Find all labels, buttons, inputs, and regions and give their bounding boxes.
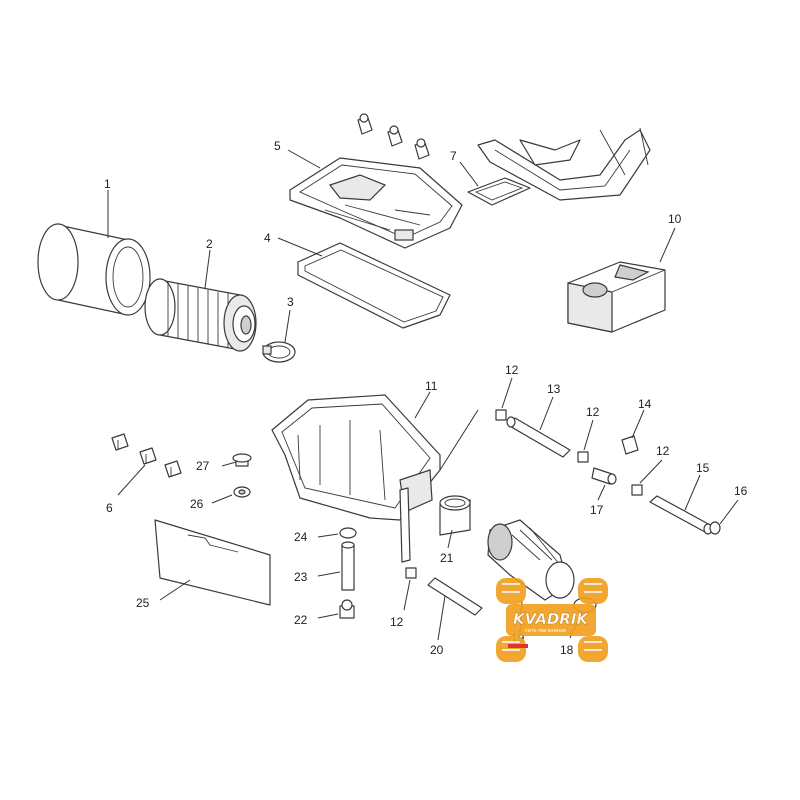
callout-4: 4: [264, 231, 271, 245]
callout-12-c: 12: [656, 444, 670, 458]
callout-15: 15: [696, 461, 710, 475]
part-23-drain-tube: [317, 541, 355, 591]
watermark-logo: KVADRIK сеть магазинов: [496, 578, 608, 662]
part-6-clips: [111, 433, 182, 496]
part-11-airbox-base: [271, 391, 479, 521]
callout-2: 2: [206, 237, 213, 251]
callout-21: 21: [440, 551, 454, 565]
callout-13: 13: [547, 382, 561, 396]
part-20-tube: [427, 577, 483, 641]
callout-18: 18: [560, 643, 574, 657]
tire-tread-icon: [502, 583, 602, 651]
callout-17: 17: [590, 503, 604, 517]
callout-11: 11: [425, 379, 438, 393]
callout-16: 16: [734, 484, 748, 498]
frame-section: [477, 127, 651, 201]
part-1-prefilter-sleeve: [37, 190, 151, 316]
callout-3: 3: [287, 295, 294, 309]
watermark-subtext: сеть магазинов: [525, 628, 566, 634]
callout-12-b: 12: [586, 405, 600, 419]
part-26-washer: [211, 486, 251, 504]
part-22-fitting: [317, 599, 355, 619]
part-7-cover-plate: [459, 161, 531, 206]
part-10-foam-block: [567, 227, 676, 333]
callout-27: 27: [196, 459, 210, 473]
part-17-valve: [591, 467, 617, 501]
callout-22: 22: [294, 613, 308, 627]
callout-20: 20: [430, 643, 444, 657]
part-12-caps: [403, 377, 663, 611]
part-14-clip: [621, 409, 645, 455]
callout-26: 26: [190, 497, 204, 511]
part-27-rivet: [221, 453, 252, 467]
watermark-text: KVADRIK: [513, 610, 589, 628]
part-5-airbox-lid: [287, 149, 463, 249]
callout-labels: 1 2 3 4 5 6 7 10 11 12 12 12 12 13 14 15…: [104, 139, 748, 657]
callout-7: 7: [450, 149, 457, 163]
callout-24: 24: [294, 530, 308, 544]
callout-14: 14: [638, 397, 652, 411]
part-11-hose: [399, 487, 411, 563]
callout-5: 5: [274, 139, 281, 153]
part-15-tube: [649, 474, 713, 535]
callout-10: 10: [668, 212, 682, 226]
callout-6: 6: [106, 501, 113, 515]
part-21-coupler: [439, 495, 471, 549]
part-16-clamp: [709, 499, 739, 535]
lid-fittings: [357, 113, 430, 160]
callout-23: 23: [294, 570, 308, 584]
part-13-tube: [506, 396, 571, 458]
callout-12-d: 12: [390, 615, 404, 629]
part-25-panel: [154, 519, 271, 606]
part-4-gasket: [277, 237, 451, 329]
callout-25: 25: [136, 596, 150, 610]
part-24-clamp: [317, 527, 357, 539]
callout-12-a: 12: [505, 363, 519, 377]
watermark-accent-bar: [508, 644, 528, 648]
part-3-clamp: [262, 309, 296, 363]
part-19-intake-boot: [487, 519, 575, 633]
part-2-air-filter: [144, 249, 257, 352]
callout-1: 1: [104, 177, 111, 191]
